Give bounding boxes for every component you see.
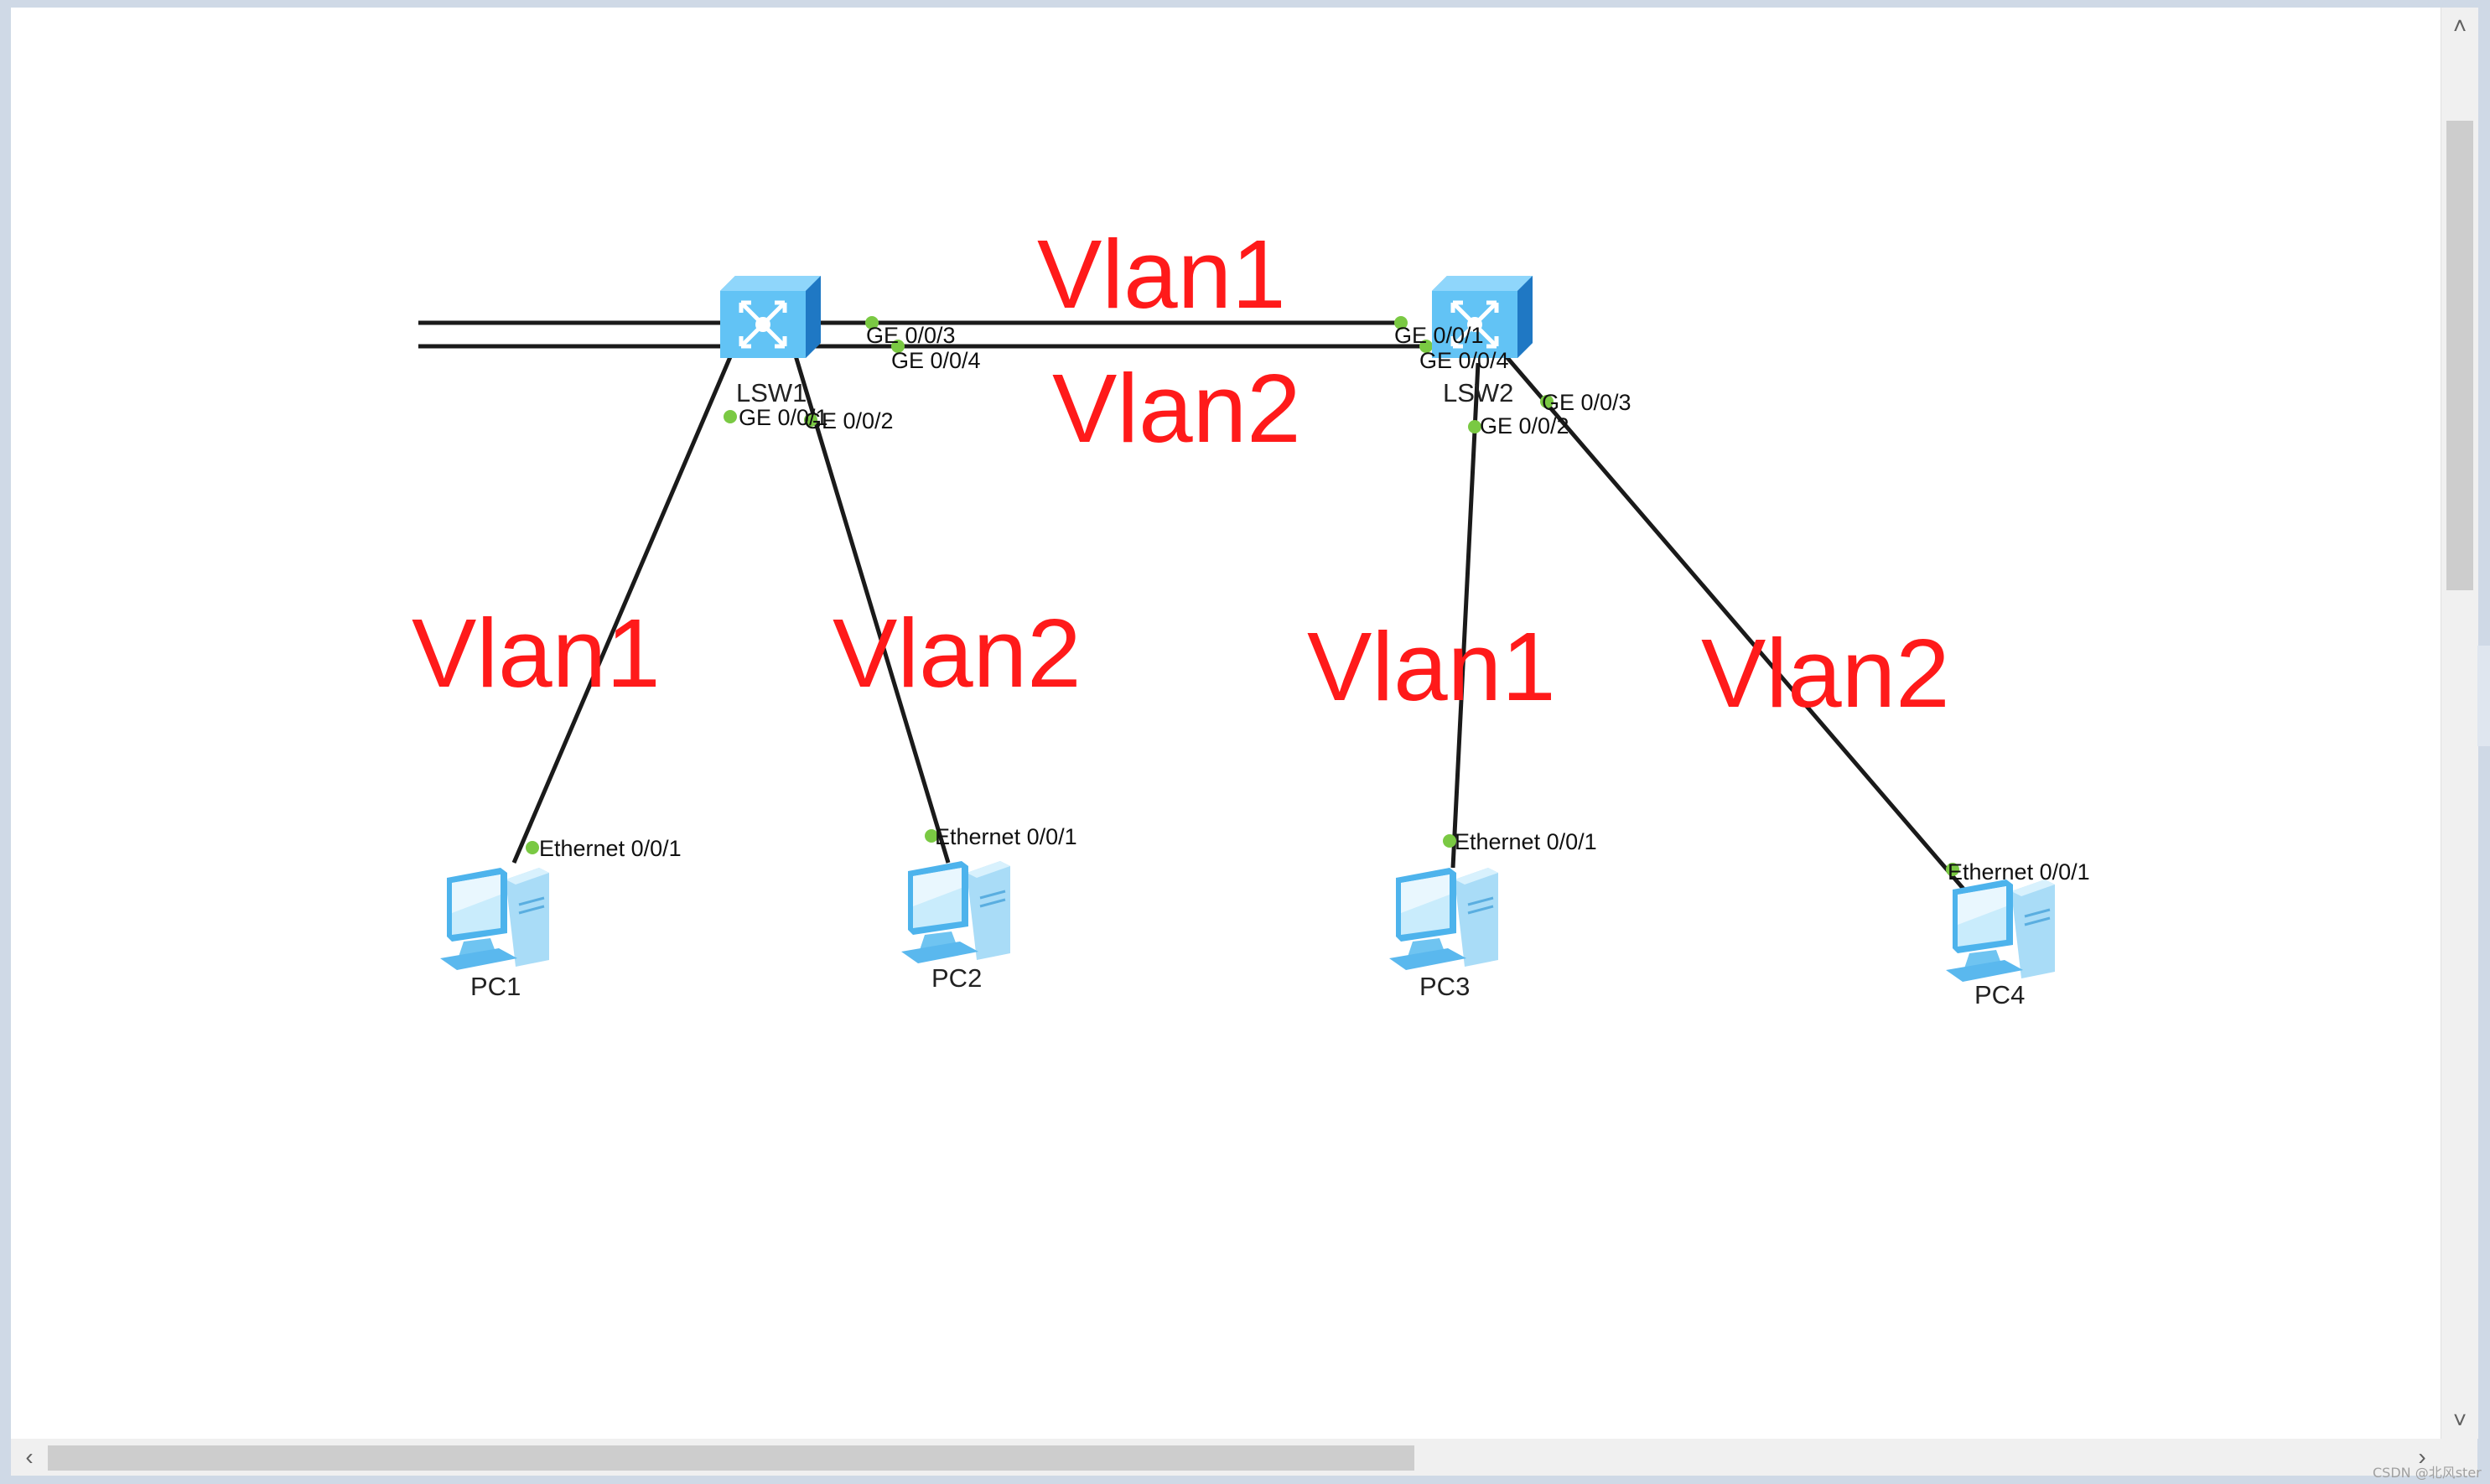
vertical-scrollbar[interactable]: ˄ ˅ xyxy=(2441,8,2478,1439)
pc-pc1[interactable] xyxy=(438,866,551,972)
pc-icon xyxy=(1944,878,2057,983)
vlan-annotation-pc2-link: Vlan2 xyxy=(833,599,1082,708)
port-dot xyxy=(724,410,737,423)
pc-pc3[interactable] xyxy=(1388,866,1500,972)
vlan-annotation-trunk-upper: Vlan1 xyxy=(1037,220,1286,329)
port-dot xyxy=(925,829,938,843)
port-label-lsw2-ge004: GE 0/0/4 xyxy=(1419,348,1509,373)
pc-label-pc4: PC4 xyxy=(1974,980,2025,1009)
port-dot xyxy=(1394,316,1408,329)
horizontal-scroll-thumb[interactable] xyxy=(48,1445,1414,1471)
port-label-lsw1-ge003: GE 0/0/3 xyxy=(866,323,956,348)
port-dot xyxy=(1468,420,1481,433)
scroll-right-icon[interactable]: › xyxy=(2418,1444,2426,1470)
port-dots xyxy=(526,316,1959,876)
port-dot xyxy=(1443,834,1456,848)
link-lsw2-pc3[interactable] xyxy=(1450,362,1481,869)
switch-lsw1[interactable] xyxy=(720,276,821,358)
pc-label-pc3: PC3 xyxy=(1419,972,1470,1001)
port-label-pc3-eth: Ethernet 0/0/1 xyxy=(1455,829,1597,854)
port-label-lsw2-ge003: GE 0/0/3 xyxy=(1542,390,1631,415)
vlan-annotation-trunk-lower: Vlan2 xyxy=(1052,354,1301,463)
port-label-lsw2-ge001: GE 0/0/1 xyxy=(1394,323,1484,348)
port-dot xyxy=(865,316,879,329)
scroll-left-icon[interactable]: ‹ xyxy=(25,1444,34,1470)
port-dot xyxy=(1419,340,1433,353)
watermark: CSDN @北风ster xyxy=(2373,1465,2482,1481)
switch-icon xyxy=(720,276,821,358)
port-label-lsw1-ge002: GE 0/0/2 xyxy=(804,408,894,433)
pc-icon xyxy=(1388,866,1500,972)
link-lsw1-pc2[interactable] xyxy=(792,352,951,864)
port-label-pc2-eth: Ethernet 0/0/1 xyxy=(935,824,1077,849)
vlan-annotation-pc3-link: Vlan1 xyxy=(1307,612,1556,721)
link-lsw1-pc1[interactable] xyxy=(511,352,734,864)
port-label-lsw2-ge002: GE 0/0/2 xyxy=(1480,413,1569,438)
vlan-annotation-pc4-link: Vlan2 xyxy=(1701,619,1950,728)
port-dot xyxy=(804,413,817,427)
pc-icon xyxy=(438,866,551,972)
scroll-up-icon[interactable]: ˄ xyxy=(2452,13,2467,39)
topology-diagram[interactable]: LSW1 LSW2 PC1 PC2 PC3 PC4 GE 0/0/3 GE 0/… xyxy=(11,8,2441,1439)
pc-pc4[interactable] xyxy=(1944,878,2057,983)
port-label-pc1-eth: Ethernet 0/0/1 xyxy=(539,836,682,861)
side-panel-tab[interactable] xyxy=(2477,646,2490,746)
switch-label-lsw2: LSW2 xyxy=(1443,378,1513,407)
port-label-pc4-eth: Ethernet 0/0/1 xyxy=(1948,859,2090,885)
topology-canvas[interactable]: LSW1 LSW2 PC1 PC2 PC3 PC4 GE 0/0/3 GE 0/… xyxy=(11,8,2441,1439)
pc-label-pc2: PC2 xyxy=(931,963,982,993)
port-dot xyxy=(526,841,539,854)
horizontal-scrollbar[interactable]: ‹ › xyxy=(11,1439,2441,1476)
vertical-scroll-thumb[interactable] xyxy=(2446,121,2473,590)
port-dot xyxy=(1946,863,1959,876)
switch-label-lsw1: LSW1 xyxy=(736,378,807,407)
link-lsw2-pc4[interactable] xyxy=(1502,351,1974,901)
pc-icon xyxy=(900,859,1012,965)
vlan-annotation-pc1-link: Vlan1 xyxy=(412,599,661,708)
pc-pc2[interactable] xyxy=(900,859,1012,965)
port-dot xyxy=(891,340,905,353)
port-dot xyxy=(1540,395,1554,408)
pc-label-pc1: PC1 xyxy=(470,972,521,1001)
scroll-down-icon[interactable]: ˅ xyxy=(2452,1407,2467,1433)
port-label-lsw1-ge004: GE 0/0/4 xyxy=(891,348,981,373)
scrollbar-corner xyxy=(2441,1439,2477,1476)
port-label-lsw1-ge001: GE 0/0/1 xyxy=(739,405,828,430)
links xyxy=(418,320,1974,901)
